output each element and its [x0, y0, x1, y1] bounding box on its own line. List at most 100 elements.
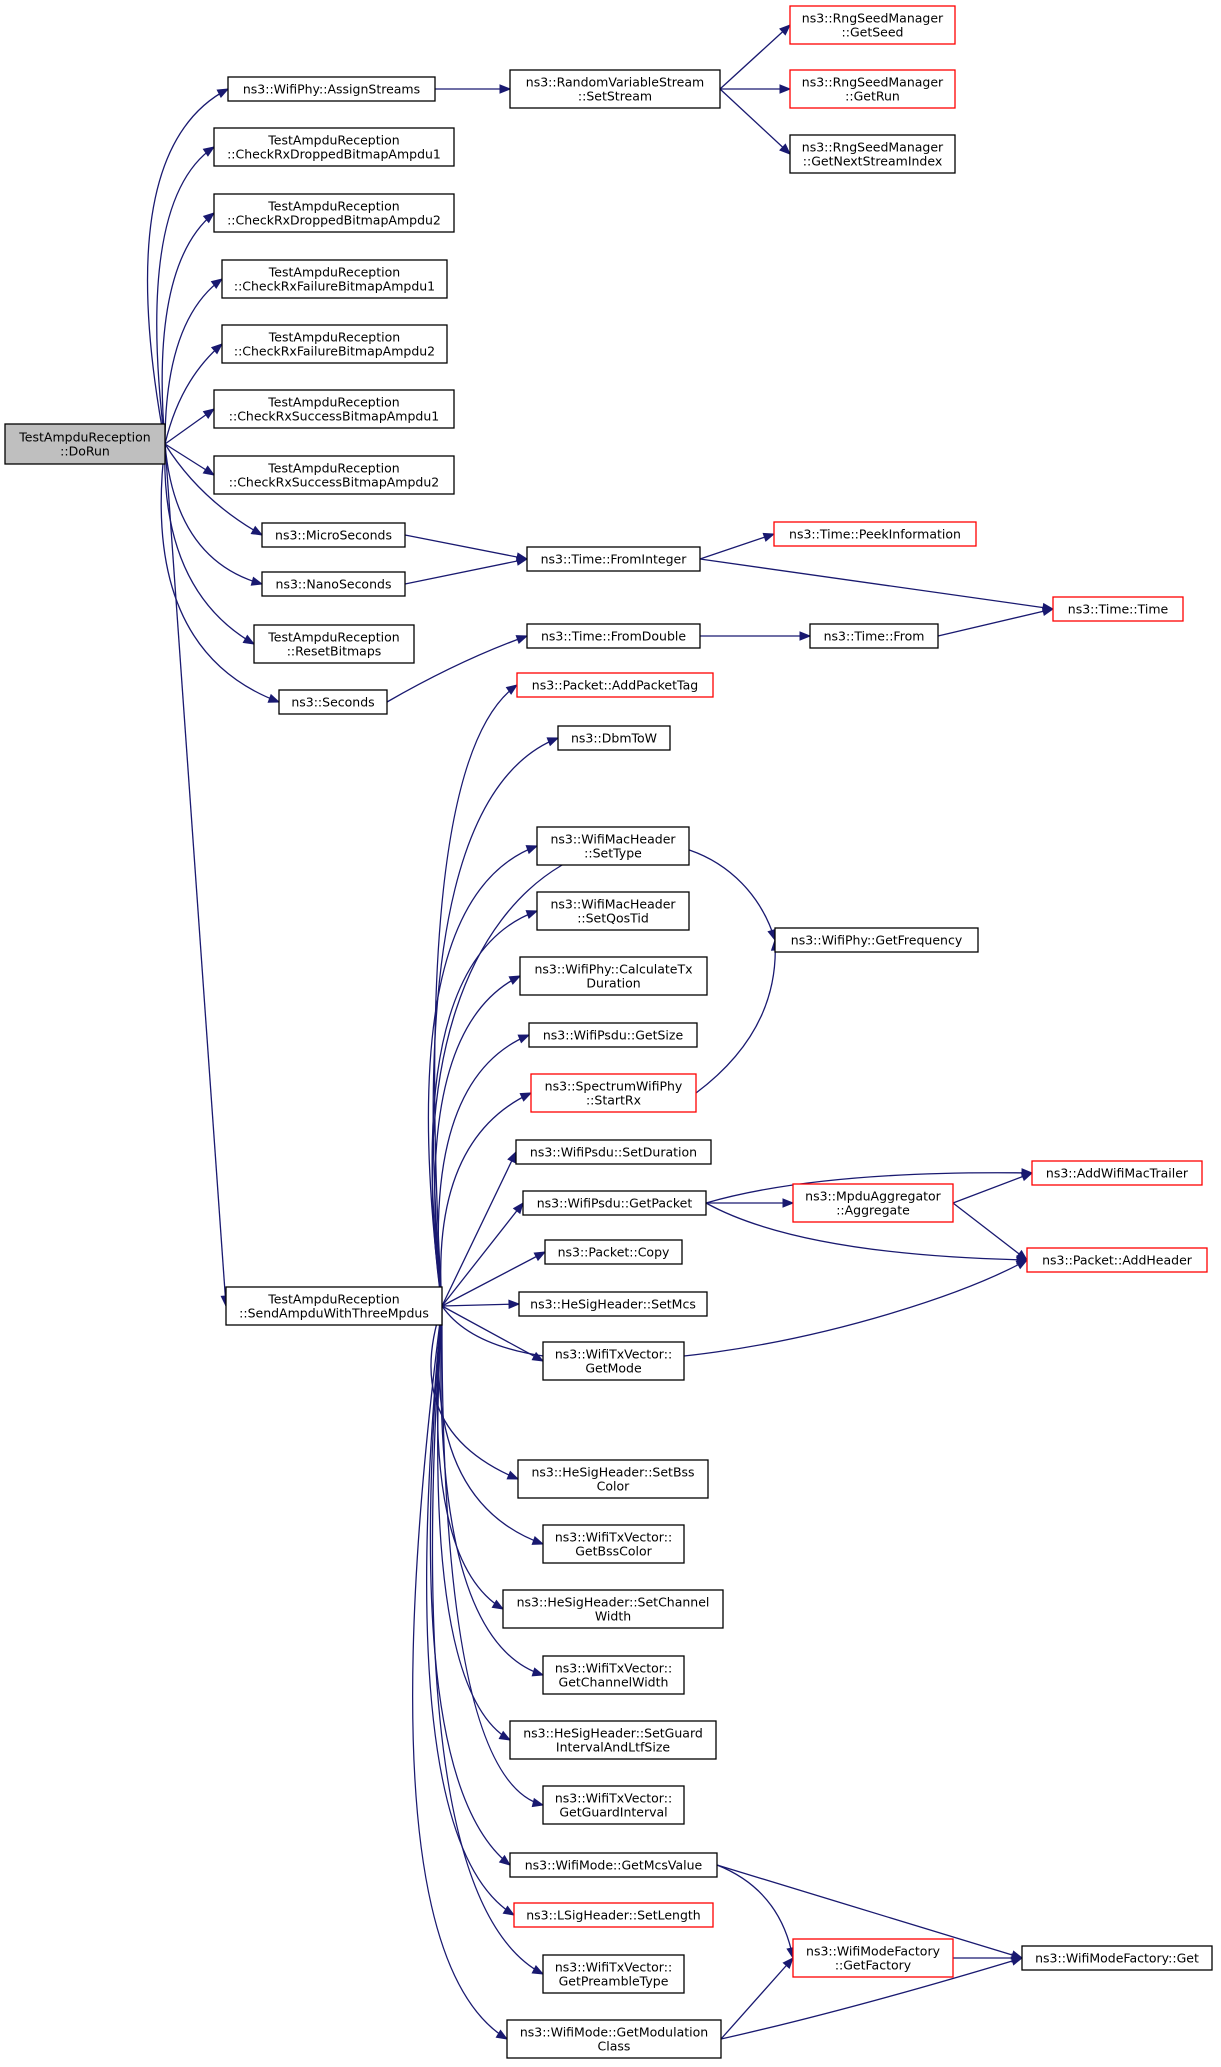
node-box [506, 2019, 722, 2059]
node-setqostid[interactable]: ns3::WifiMacHeader::SetQosTid [536, 891, 690, 931]
node-getpacket[interactable]: ns3::WifiPsdu::GetPacket [522, 1190, 707, 1216]
node-microseconds[interactable]: ns3::MicroSeconds [261, 522, 406, 548]
arrowhead-sendampdu-to-settype [525, 845, 539, 855]
node-aggregate[interactable]: ns3::MpduAggregator::Aggregate [792, 1183, 954, 1223]
arrowhead-timefrom-to-timetime [1041, 606, 1055, 617]
edge-getpacket-to-addheader [705, 1202, 1028, 1261]
node-resetbitmaps[interactable]: TestAmpduReception::ResetBitmaps [253, 624, 415, 664]
arrowhead-dorun-to-failurebitmap1 [210, 278, 224, 289]
node-box [792, 1938, 954, 1978]
node-label: ns3::HeSigHeader::SetMcs [530, 1297, 696, 1312]
node-droppedbitmap1[interactable]: TestAmpduReception::CheckRxDroppedBitmap… [213, 127, 455, 167]
node-label: TestAmpduReception [267, 133, 399, 148]
node-setstream[interactable]: ns3::RandomVariableStream::SetStream [509, 69, 721, 109]
node-addwifimactrailer[interactable]: ns3::AddWifiMacTrailer [1031, 1160, 1203, 1186]
node-label: ns3::Time::From [824, 629, 925, 644]
arrowhead-nanoseconds-to-fromint [515, 556, 529, 566]
node-label: ns3::WifiTxVector:: [555, 1960, 672, 1975]
edge-sendampdu-to-setqostid [431, 910, 538, 1307]
node-label: TestAmpduReception [268, 265, 400, 280]
node-box [517, 1459, 709, 1499]
node-box [542, 1954, 685, 1994]
edge-getmodclass-to-getfactory [720, 1957, 794, 2040]
node-box [774, 927, 979, 953]
node-successbitmap2[interactable]: TestAmpduReception::CheckRxSuccessBitmap… [213, 455, 455, 495]
node-box [509, 69, 721, 109]
node-addpackettag[interactable]: ns3::Packet::AddPacketTag [516, 672, 714, 698]
node-setlength[interactable]: ns3::LSigHeader::SetLength [513, 1902, 714, 1928]
node-startrx[interactable]: ns3::SpectrumWifiPhy::StartRx [530, 1073, 697, 1113]
node-label: GetChannelWidth [559, 1675, 669, 1690]
node-label: ns3::DbmToW [571, 731, 657, 746]
node-box [536, 891, 690, 931]
node-seconds[interactable]: ns3::Seconds [278, 689, 388, 715]
node-getrun[interactable]: ns3::RngSeedManager::GetRun [789, 69, 956, 109]
node-psdugetsize[interactable]: ns3::WifiPsdu::GetSize [528, 1022, 698, 1048]
edge-fromint-to-timetime [699, 558, 1054, 610]
node-label: ns3::WifiTxVector:: [555, 1661, 672, 1676]
node-getseed[interactable]: ns3::RngSeedManager::GetSeed [789, 5, 956, 45]
node-droppedbitmap2[interactable]: TestAmpduReception::CheckRxDroppedBitmap… [213, 193, 455, 233]
node-getguard[interactable]: ns3::WifiTxVector::GetGuardInterval [542, 1785, 685, 1825]
node-label: Duration [586, 976, 640, 991]
arrowhead-sendampdu-to-getguard [531, 1797, 545, 1808]
node-getchannelwidth[interactable]: ns3::WifiTxVector::GetChannelWidth [542, 1655, 685, 1695]
node-box [213, 455, 455, 495]
node-addheader[interactable]: ns3::Packet::AddHeader [1026, 1247, 1208, 1273]
node-setmcs[interactable]: ns3::HeSigHeader::SetMcs [518, 1291, 708, 1317]
node-failurebitmap2[interactable]: TestAmpduReception::CheckRxFailureBitmap… [221, 324, 448, 364]
node-assignstreams[interactable]: ns3::WifiPhy::AssignStreams [227, 76, 436, 102]
node-getmode[interactable]: ns3::WifiTxVector::GetMode [542, 1341, 685, 1381]
edge-aggregate-to-addheader [952, 1202, 1028, 1261]
node-label: TestAmpduReception [267, 630, 399, 645]
node-label: ns3::Packet::AddHeader [1042, 1253, 1193, 1268]
node-settype[interactable]: ns3::WifiMacHeader::SetType [536, 826, 690, 866]
node-label: ns3::Time::Time [1068, 602, 1169, 617]
edge-sendampdu-to-getpreamble [431, 1305, 544, 1975]
node-getfactory[interactable]: ns3::WifiModeFactory::GetFactory [792, 1938, 954, 1978]
node-factoryget[interactable]: ns3::WifiModeFactory::Get [1021, 1945, 1213, 1971]
edge-sendampdu-to-startrx [440, 1092, 532, 1307]
node-box [513, 1902, 714, 1928]
node-getbsscolor[interactable]: ns3::WifiTxVector::GetBssColor [542, 1524, 685, 1564]
node-timetime[interactable]: ns3::Time::Time [1052, 596, 1184, 622]
arrowhead-sendampdu-to-setmcs [508, 1299, 521, 1310]
edge-timefrom-to-timetime [937, 608, 1054, 637]
node-getmcsvalue[interactable]: ns3::WifiMode::GetMcsValue [509, 1852, 718, 1878]
node-box [526, 546, 701, 572]
edges [146, 24, 1055, 2040]
node-peekinfo[interactable]: ns3::Time::PeekInformation [773, 521, 977, 547]
node-fromint[interactable]: ns3::Time::FromInteger [526, 546, 701, 572]
node-box [526, 623, 701, 649]
node-setduration[interactable]: ns3::WifiPsdu::SetDuration [515, 1139, 712, 1165]
node-successbitmap1[interactable]: TestAmpduReception::CheckRxSuccessBitmap… [213, 389, 455, 429]
node-dorun[interactable]: TestAmpduReception::DoRun [4, 423, 166, 465]
node-label: ::StartRx [586, 1093, 641, 1108]
arrowhead-sendampdu-to-getmcsvalue [498, 1854, 512, 1866]
node-dbmtow[interactable]: ns3::DbmToW [557, 725, 671, 751]
node-setguard[interactable]: ns3::HeSigHeader::SetGuardIntervalAndLtf… [509, 1720, 717, 1760]
node-packetcopy[interactable]: ns3::Packet::Copy [544, 1239, 683, 1265]
node-label: ::GetFactory [835, 1958, 912, 1973]
node-getpreamble[interactable]: ns3::WifiTxVector::GetPreambleType [542, 1954, 685, 1994]
node-sendampdu[interactable]: TestAmpduReception::SendAmpduWithThreeMp… [225, 1286, 443, 1326]
node-label: ::GetSeed [842, 25, 904, 40]
edge-sendampdu-to-setbsscolor [430, 1305, 519, 1480]
node-fromdouble[interactable]: ns3::Time::FromDouble [526, 623, 701, 649]
node-nanoseconds[interactable]: ns3::NanoSeconds [261, 571, 406, 597]
node-getfrequency[interactable]: ns3::WifiPhy::GetFrequency [774, 927, 979, 953]
edge-sendampdu-to-setguard [437, 1305, 511, 1741]
arrowhead-assignstreams-to-setstream [499, 84, 512, 94]
node-failurebitmap1[interactable]: TestAmpduReception::CheckRxFailureBitmap… [221, 259, 448, 299]
arrowhead-dorun-to-seconds [267, 693, 281, 703]
node-timefrom[interactable]: ns3::Time::From [809, 623, 939, 649]
node-label: ns3::SpectrumWifiPhy [545, 1079, 683, 1094]
node-label: TestAmpduReception [267, 461, 399, 476]
node-label: IntervalAndLtfSize [556, 1740, 671, 1755]
node-getnextstream[interactable]: ns3::RngSeedManager::GetNextStreamIndex [789, 134, 956, 174]
arrowhead-sendampdu-to-getpreamble [531, 1964, 545, 1975]
